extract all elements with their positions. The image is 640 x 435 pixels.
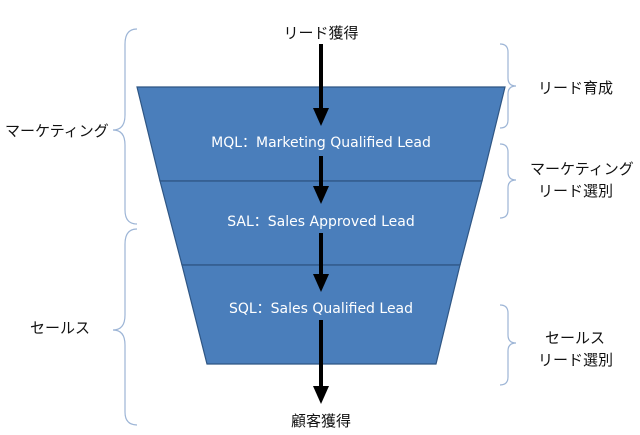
label-sales-lead-selection-line2: リード選別: [538, 351, 613, 369]
bracket-sales-lead-selection: [499, 304, 517, 386]
arrow-sql-to-customer: [313, 320, 329, 404]
arrow-sal-to-sql: [313, 233, 329, 292]
right-brackets: [499, 43, 517, 386]
customer-acquisition-label: 顧客獲得: [291, 412, 351, 430]
stage-label-sql: SQL：Sales Qualified Lead: [229, 301, 413, 317]
flow-arrows: [313, 44, 329, 404]
bracket-marketing-lead-selection: [499, 143, 517, 219]
label-sales-lead-selection-line1: セールス: [545, 329, 605, 347]
lead-acquisition-label: リード獲得: [283, 24, 358, 42]
group-label-marketing: マーケティング: [5, 122, 109, 140]
bracket-lead-nurturing: [499, 43, 517, 129]
group-label-sales: セールス: [30, 319, 90, 337]
label-lead-nurturing: リード育成: [538, 79, 613, 97]
brace-marketing: [112, 28, 138, 225]
stage-label-sal: SAL：Sales Approved Lead: [227, 214, 414, 230]
arrow-mql-to-sal: [313, 156, 329, 204]
left-braces: [112, 28, 138, 426]
stage-label-mql: MQL：Marketing Qualified Lead: [211, 135, 431, 151]
label-marketing-lead-selection-line1: マーケティング: [530, 160, 634, 178]
label-marketing-lead-selection-line2: リード選別: [538, 182, 613, 200]
funnel-stage-sql: [181, 264, 461, 365]
arrow-lead-to-mql: [313, 44, 329, 126]
brace-sales: [112, 228, 138, 426]
funnel: [136, 86, 506, 365]
